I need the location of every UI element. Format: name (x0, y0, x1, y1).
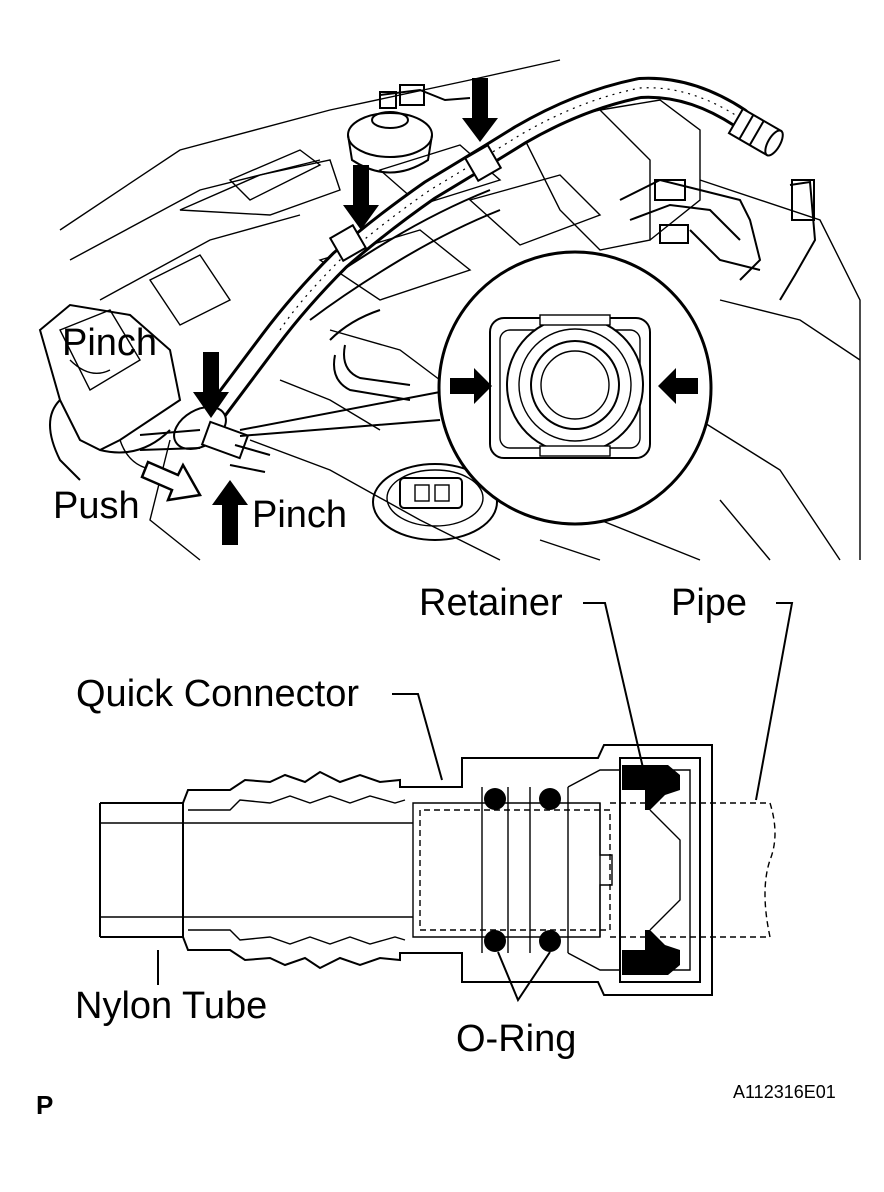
push-label: Push (53, 485, 140, 527)
press-arrow-icon (462, 78, 498, 142)
retainer-section (622, 765, 680, 975)
press-arrow-icon (450, 368, 492, 404)
pinch-label-lower: Pinch (252, 494, 348, 536)
pinch-label: Pinch (62, 322, 158, 364)
press-arrow-icon (193, 352, 229, 418)
fuel-tube (139, 76, 784, 473)
retainer-label: Retainer (419, 582, 563, 624)
press-arrow-icon (343, 165, 379, 230)
pipe-label: Pipe (671, 582, 748, 624)
quick-connector-label: Quick Connector (76, 673, 360, 715)
engine-bay-illustration (38, 59, 861, 561)
figure-id: A112316E01 (733, 1082, 836, 1102)
press-arrow-icon (212, 480, 248, 545)
label-leader-lines (157, 602, 794, 1003)
o-ring-label: O-Ring (456, 1018, 577, 1060)
zoom-leader-lines (239, 391, 441, 437)
magnified-connector-view (437, 250, 713, 526)
nylon-tube-label: Nylon Tube (75, 985, 268, 1027)
connector-cross-section (99, 744, 776, 996)
press-arrow-icon (658, 368, 698, 404)
push-arrow-icon (140, 460, 202, 502)
o-ring-section (484, 788, 561, 952)
section-letter: P (36, 1090, 54, 1120)
